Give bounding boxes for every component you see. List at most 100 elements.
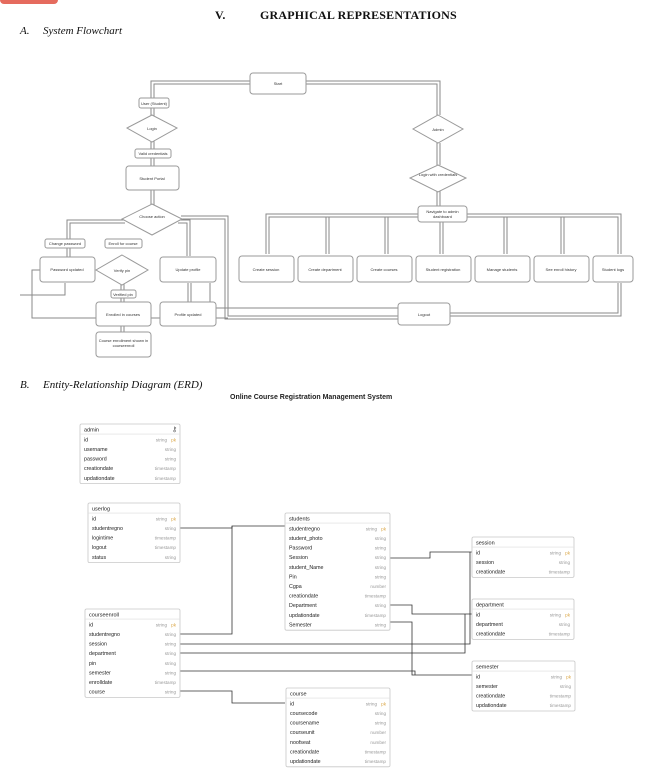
logo-strip <box>0 0 58 4</box>
admin-action-label: Create session <box>253 267 280 272</box>
erd-field-name: updationdate <box>476 703 507 709</box>
erd-field-name: updationdate <box>290 759 321 765</box>
login-decision <box>125 114 179 143</box>
erd-field-type: timestamp <box>550 694 572 699</box>
erd-field-type: string <box>165 651 177 656</box>
erd-table-box <box>87 502 181 563</box>
erd-table-name: courseenroll <box>89 613 119 619</box>
erd-field-name: id <box>476 550 480 556</box>
erd-field-type: string <box>165 526 177 531</box>
erd-field-name: creationdate <box>476 632 505 638</box>
subsection-a-label: A. <box>20 25 30 37</box>
erd-field-name: creationdate <box>476 570 505 576</box>
erd-field-type: string <box>165 632 177 637</box>
erd-pk-badge: pk <box>171 516 177 521</box>
change-password-label: Change password <box>49 241 81 246</box>
login-label: Login <box>147 126 157 131</box>
enrolled-in-courses-label: Enrolled in courses <box>106 312 140 317</box>
erd-field-name: Pin <box>289 574 297 580</box>
erd-table-box <box>84 608 181 698</box>
student-portal-label: Student Portal <box>139 176 164 181</box>
enroll-for-course-node <box>104 238 143 249</box>
admin-action-node <box>474 255 531 283</box>
erd-field-type: string <box>366 526 378 531</box>
erd-pk-badge: pk <box>381 701 387 706</box>
erd-field-type: string <box>165 642 177 647</box>
erd-field-type: string <box>559 560 571 565</box>
erd-field-name: semester <box>89 670 111 676</box>
erd-field-name: studentregno <box>89 632 120 638</box>
erd-field-name: updationdate <box>289 613 320 619</box>
key-icon: ⚷ <box>172 427 177 434</box>
change-password-node <box>44 238 86 249</box>
erd-table-box <box>285 687 391 768</box>
erd-field-type: string <box>165 690 177 695</box>
admin-decision <box>411 114 465 144</box>
erd-relationships <box>180 525 472 704</box>
erd-field-name: studentregno <box>289 526 320 532</box>
erd-field-type: string <box>375 565 387 570</box>
erd-field-type: string <box>560 684 572 689</box>
erd-field-name: password <box>84 457 107 463</box>
erd-field-name: student_photo <box>289 536 323 542</box>
navigate-admin-label: Navigate to admin dashboard <box>426 209 459 219</box>
erd-pk-badge: pk <box>171 622 177 627</box>
erd-table-name: students <box>289 517 310 523</box>
verified-pin-label: Verified pin <box>113 292 133 297</box>
erd-field-type: timestamp <box>549 570 571 575</box>
erd-field-name: session <box>89 642 107 648</box>
erd-pk-badge: pk <box>171 437 177 442</box>
system-flowchart: Start User (Student) Login Valid credent… <box>20 72 634 358</box>
erd-table-name: department <box>476 603 504 609</box>
verified-pin-node <box>110 289 137 299</box>
erd-field-type: string <box>375 721 387 726</box>
erd-field-type: string <box>165 661 177 666</box>
erd-field-type: string <box>165 555 177 560</box>
erd-field-type: string <box>375 603 387 608</box>
admin-action-node <box>592 255 634 283</box>
erd-field-name: Semester <box>289 622 312 628</box>
admin-action-label: Student logs <box>602 267 624 272</box>
erd-field-name: creationdate <box>289 594 318 600</box>
verify-pin-decision <box>94 254 150 286</box>
erd-field-type: string <box>551 674 563 679</box>
erd-field-name: creationdate <box>290 749 319 755</box>
erd-table-name: session <box>476 541 495 547</box>
erd-field-type: string <box>156 516 168 521</box>
erd-field-type: timestamp <box>365 759 387 764</box>
erd-field-name: id <box>92 516 96 522</box>
student-portal-node <box>125 165 180 191</box>
user-student-label: User (Student) <box>141 101 168 106</box>
admin-action-label: Create department <box>308 267 342 272</box>
section-number: V. <box>215 8 226 22</box>
user-student-node <box>138 97 170 109</box>
erd-field-type: string <box>375 555 387 560</box>
erd-field-type: string <box>165 447 177 452</box>
erd-field-type: number <box>370 584 386 589</box>
profile-updated-node <box>159 301 217 327</box>
login-with-credentials-label: Login with credentials <box>418 172 458 177</box>
erd-field-type: number <box>370 740 386 745</box>
erd-title: Online Course Registration Management Sy… <box>230 394 393 401</box>
erd-field-type: timestamp <box>549 632 571 637</box>
erd-field-type: string <box>375 622 387 627</box>
subsection-a: A. System Flowchart <box>20 25 122 37</box>
erd-pk-badge: pk <box>381 526 387 531</box>
erd-field-name: updationdate <box>84 476 115 482</box>
erd-field-type: number <box>370 730 386 735</box>
erd-field-name: course <box>89 690 105 696</box>
login-with-credentials-decision <box>408 164 468 193</box>
erd-table-name: userlog <box>92 507 110 513</box>
course-enrollment-node <box>95 331 152 358</box>
erd-field-name: noofseat <box>290 740 311 746</box>
erd-table-box <box>79 423 181 484</box>
admin-action-node <box>297 255 354 283</box>
section-title: GRAPHICAL REPRESENTATIONS <box>259 8 457 22</box>
erd-field-type: timestamp <box>155 545 177 550</box>
erd-field-type: string <box>156 437 168 442</box>
verify-pin-label: Verify pin <box>114 268 130 273</box>
erd-field-name: id <box>84 437 88 443</box>
